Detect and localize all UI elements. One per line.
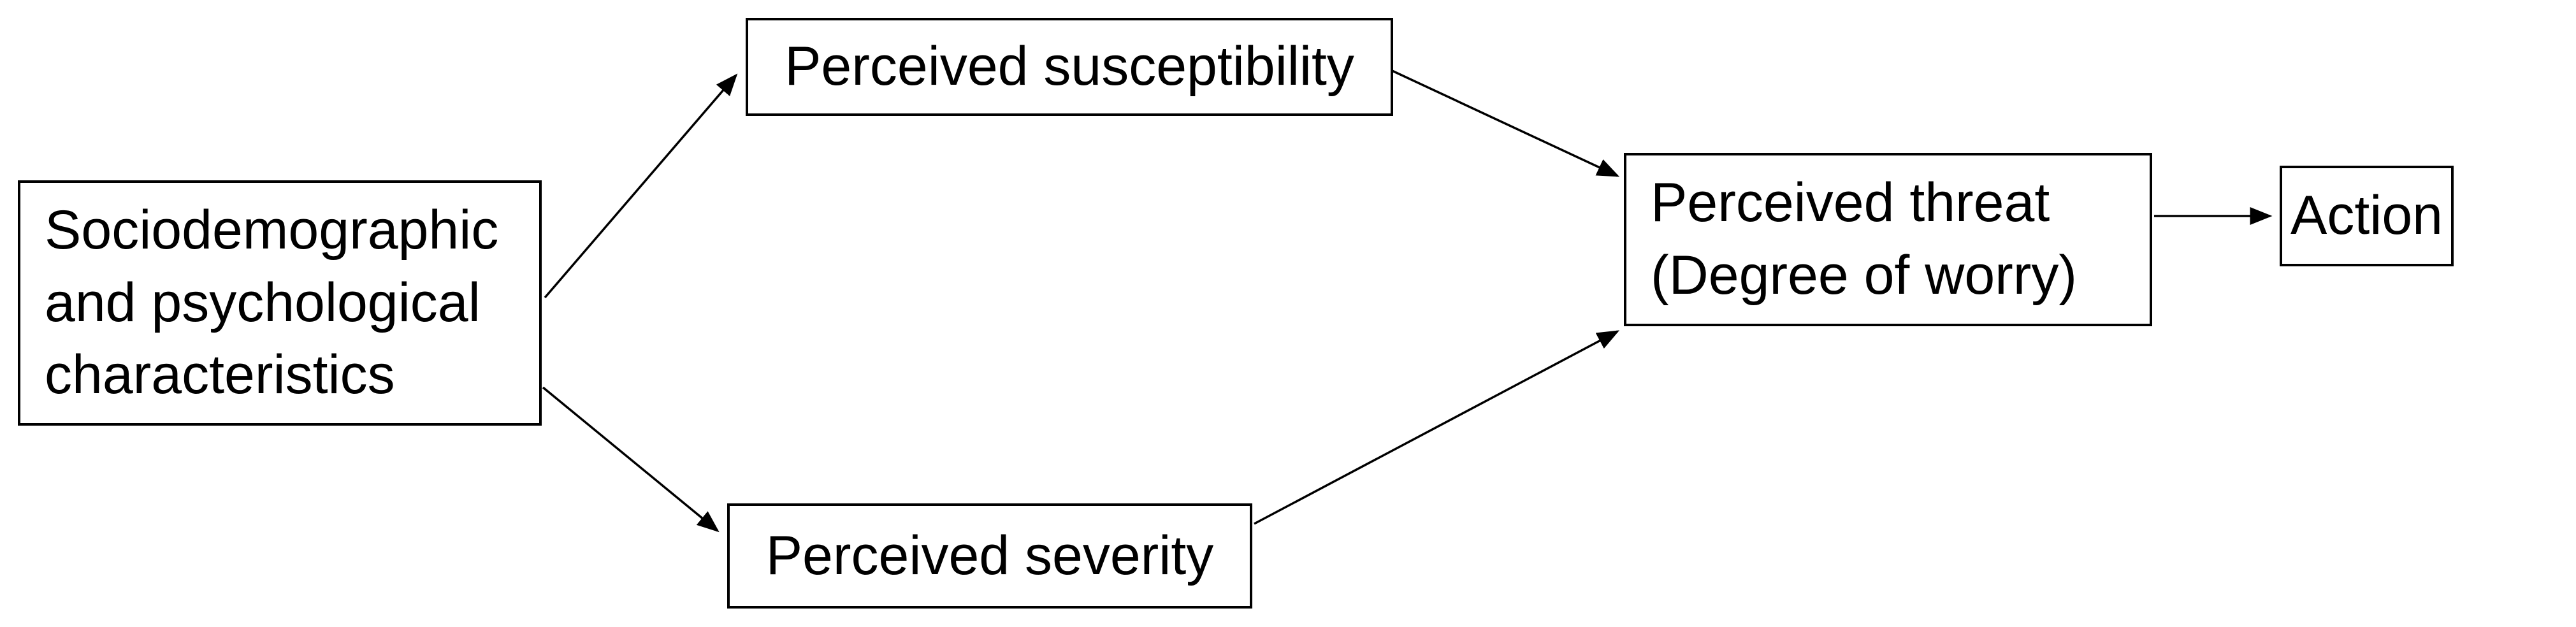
node-label-line: and psychological: [45, 271, 481, 333]
node-perceived-threat: Perceived threat (Degree of worry): [1624, 153, 2152, 326]
arrow-severity-to-threat: [1254, 330, 1620, 525]
node-label: Perceived severity: [765, 524, 1214, 586]
node-label-line: (Degree of worry): [1651, 245, 2078, 306]
node-label-line: Sociodemographic: [45, 199, 499, 261]
arrow-socio-to-severity: [542, 386, 720, 533]
arrow-socio-to-susceptibility: [544, 73, 738, 299]
arrow-susceptibility-to-threat: [1387, 68, 1620, 177]
node-sociodemographic-characteristics: Sociodemographic and psychological chara…: [18, 180, 542, 426]
node-perceived-susceptibility: Perceived susceptibility: [746, 18, 1393, 116]
node-label-line: Perceived threat: [1651, 172, 2050, 234]
node-label: Perceived susceptibility: [785, 36, 1354, 97]
node-perceived-severity: Perceived severity: [727, 503, 1252, 609]
node-label: Action: [2290, 185, 2443, 247]
node-action: Action: [2280, 166, 2454, 266]
node-label-line: characteristics: [45, 344, 395, 406]
